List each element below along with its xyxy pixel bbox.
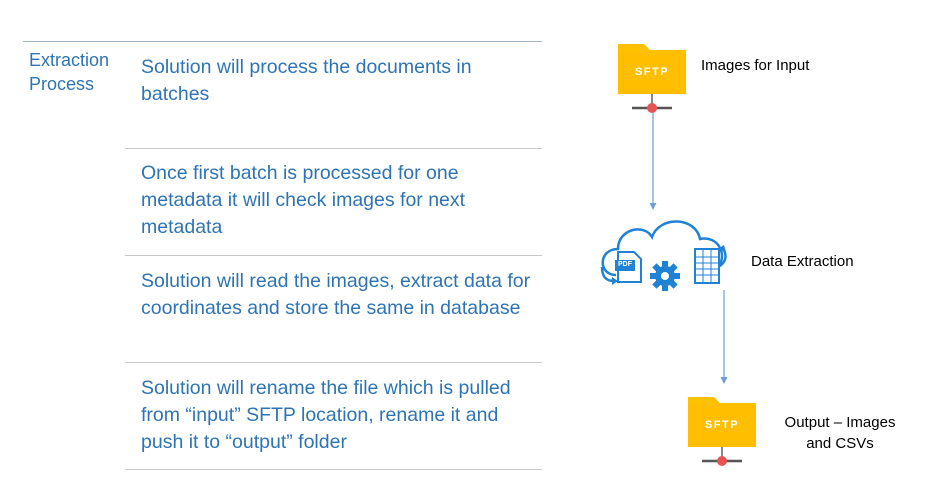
step-4: Solution will rename the file which is p… bbox=[141, 377, 511, 453]
sftp-folder-icon bbox=[618, 44, 686, 113]
output-folder-label: SFTP bbox=[704, 419, 740, 431]
step-2: Once first batch is processed for one me… bbox=[141, 162, 466, 238]
row-divider-1 bbox=[125, 148, 542, 149]
gear-icon bbox=[650, 261, 680, 291]
step-3: Solution will read the images, extract d… bbox=[141, 270, 531, 319]
input-caption: Images for Input bbox=[701, 57, 810, 74]
output-caption-line1: Output – Images bbox=[784, 414, 896, 431]
section-label: Extraction Process bbox=[29, 50, 110, 94]
row-divider-4 bbox=[125, 469, 542, 470]
input-folder-label: SFTP bbox=[634, 66, 670, 78]
row-divider-2 bbox=[125, 255, 542, 256]
step-1: Solution will process the documents in b… bbox=[141, 56, 472, 105]
pdf-document-icon bbox=[615, 251, 642, 283]
sftp-folder-icon bbox=[688, 397, 756, 466]
output-caption-line2: and CSVs bbox=[806, 435, 874, 452]
table-top-border bbox=[23, 41, 542, 42]
pdf-label: PDF bbox=[618, 261, 632, 268]
row-divider-3 bbox=[125, 362, 542, 363]
spreadsheet-icon bbox=[694, 248, 720, 284]
cloud-caption: Data Extraction bbox=[751, 253, 854, 270]
